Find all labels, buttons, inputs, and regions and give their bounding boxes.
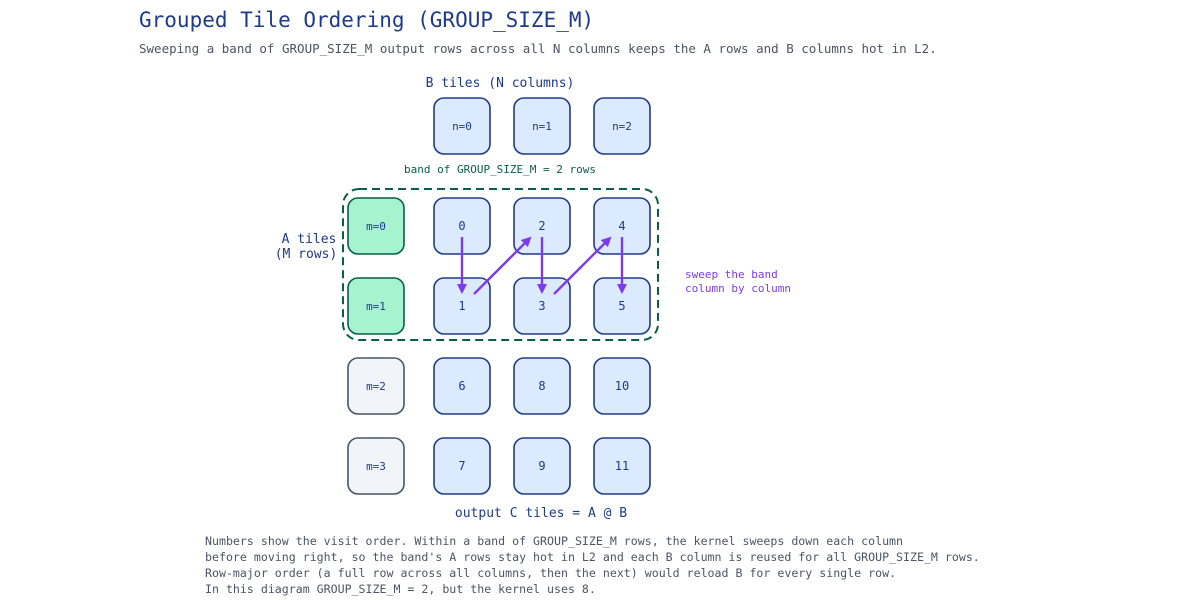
b-tile-n1: n=1: [513, 97, 571, 155]
footnote-line: In this diagram GROUP_SIZE_M = 2, but th…: [205, 582, 596, 596]
output-tile-10-label: 10: [615, 379, 629, 393]
sweep-arrow: [473, 236, 532, 295]
b-tile-n2-box: [593, 97, 651, 155]
a-tile-m1: m=1: [347, 277, 405, 335]
b-tile-n1-box: [513, 97, 571, 155]
group-band-outline: [342, 188, 659, 341]
a-tile-m0: m=0: [347, 197, 405, 255]
a-tile-m2-box: [347, 357, 405, 415]
b-tile-n0: n=0: [433, 97, 491, 155]
output-tile-6: 6: [433, 357, 491, 415]
footnote-line: before moving right, so the band's A row…: [205, 550, 980, 564]
a-tile-m1-box: [347, 277, 405, 335]
a-tile-m2-label: m=2: [366, 380, 386, 393]
b-tile-n2-label: n=2: [612, 120, 632, 133]
output-tile-5: 5: [593, 277, 651, 335]
b-tile-n0-label: n=0: [452, 120, 472, 133]
output-tile-7: 7: [433, 437, 491, 495]
output-tile-9: 9: [513, 437, 571, 495]
b-tiles-row: n=0 n=1 n=2: [433, 97, 651, 155]
output-tile-9-box: [513, 437, 571, 495]
output-tile-8-box: [513, 357, 571, 415]
output-tile-6-box: [433, 357, 491, 415]
a-tile-m2: m=2: [347, 357, 405, 415]
page-subtitle: Sweeping a band of GROUP_SIZE_M output r…: [139, 41, 937, 56]
a-tiles-column: m=0 m=1 m=2 m=3: [347, 197, 405, 495]
footnote: Numbers show the visit order. Within a b…: [205, 533, 980, 597]
a-tiles-label-line1: A tiles: [282, 232, 337, 247]
output-tile-5-label: 5: [618, 299, 625, 313]
sweep-arrow: [553, 236, 612, 295]
band-label: band of GROUP_SIZE_M = 2 rows: [404, 163, 596, 176]
footnote-line: Numbers show the visit order. Within a b…: [205, 534, 904, 548]
sweep-label-line1: sweep the band: [685, 268, 778, 281]
output-tile-9-label: 9: [538, 459, 545, 473]
sweep-arrows: [457, 236, 627, 295]
a-tiles-label-line2: (M rows): [275, 247, 338, 262]
output-tile-6-label: 6: [458, 379, 465, 393]
sweep-label-line2: column by column: [685, 282, 791, 295]
page-title: Grouped Tile Ordering (GROUP_SIZE_M): [139, 8, 595, 32]
output-tile-1-label: 1: [458, 299, 465, 313]
output-tile-11-label: 11: [615, 459, 629, 473]
output-tile-8: 8: [513, 357, 571, 415]
output-tile-0-label: 0: [458, 219, 465, 233]
footnote-line: Row-major order (a full row across all c…: [205, 566, 897, 580]
output-tiles-label: output C tiles = A @ B: [455, 506, 627, 521]
a-tile-m3-label: m=3: [366, 460, 386, 473]
output-tile-0: 0: [433, 197, 491, 255]
a-tile-m1-label: m=1: [366, 300, 386, 313]
output-tile-11: 11: [593, 437, 651, 495]
a-tile-m3: m=3: [347, 437, 405, 495]
output-tile-7-box: [433, 437, 491, 495]
output-tile-4-label: 4: [618, 219, 625, 233]
a-tile-m0-box: [347, 197, 405, 255]
output-tile-11-box: [593, 437, 651, 495]
output-tile-10: 10: [593, 357, 651, 415]
b-tile-n2: n=2: [593, 97, 651, 155]
a-tile-m3-box: [347, 437, 405, 495]
a-tile-m0-label: m=0: [366, 220, 386, 233]
b-tile-n1-label: n=1: [532, 120, 552, 133]
b-tile-n0-box: [433, 97, 491, 155]
output-tile-10-box: [593, 357, 651, 415]
output-tile-8-label: 8: [538, 379, 545, 393]
b-tiles-label: B tiles (N columns): [426, 76, 575, 91]
output-tile-2-label: 2: [538, 219, 545, 233]
output-tile-3-label: 3: [538, 299, 545, 313]
output-tile-7-label: 7: [458, 459, 465, 473]
